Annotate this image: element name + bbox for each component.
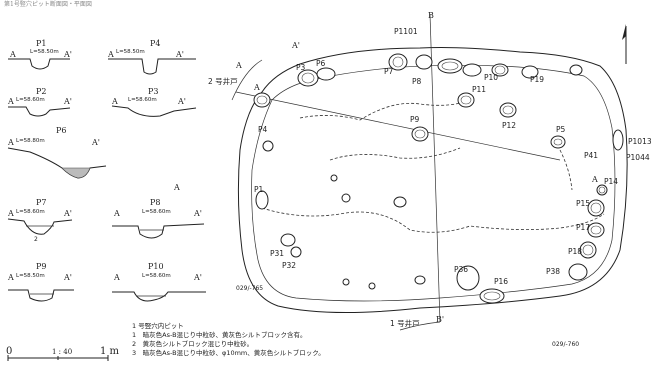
pit-p11: P11 bbox=[472, 85, 486, 94]
scale-end: 1 m bbox=[100, 346, 120, 357]
top-caption: 第1号竪穴ピット断面図・平面図 bbox=[4, 0, 92, 8]
legend-item-1: 1 暗灰色As-B混じり中粒砂、黄灰色シルトブロック含有。 bbox=[132, 330, 307, 339]
pit-p6: P6 bbox=[316, 59, 326, 68]
pit-p41: P41 bbox=[584, 151, 598, 160]
pit-p9: P9 bbox=[410, 115, 420, 124]
section-p4-a: A bbox=[107, 50, 114, 59]
section-p2-level: L=58.60m bbox=[16, 97, 45, 103]
section-p1: P1 L=58.50m A A' bbox=[8, 39, 72, 70]
pit-p36: P36 bbox=[454, 265, 468, 274]
pit-p15: P15 bbox=[576, 199, 590, 208]
section-p7-ap: A' bbox=[63, 209, 72, 218]
plan-mark-a-3: A bbox=[591, 175, 598, 184]
section-p8: P8 L=58.60m A A' bbox=[112, 198, 205, 239]
section-p10: P10 L=58.60m A A' bbox=[112, 262, 206, 302]
pit-p10: P10 bbox=[484, 73, 498, 82]
section-p4-level: L=58.50m bbox=[116, 49, 145, 55]
section-p7: P7 L=58.60m A A' 2 bbox=[7, 198, 73, 243]
pit-p38: P38 bbox=[546, 267, 560, 276]
section-p3-level: L=58.60m bbox=[128, 97, 157, 103]
pit-p7: P7 bbox=[384, 67, 394, 76]
section-p4: P4 L=58.50m A A' bbox=[107, 39, 196, 75]
plan-mark-bp: B' bbox=[436, 315, 444, 324]
section-p3: P3 L=58.60m A A' bbox=[111, 87, 197, 117]
section-p9-a: A bbox=[7, 273, 14, 282]
pit-p19: P19 bbox=[530, 75, 544, 84]
section-p6-name: P6 bbox=[56, 126, 66, 135]
section-p1-name: P1 bbox=[36, 39, 46, 48]
pit-p1013: P1013 bbox=[628, 137, 652, 146]
pit-p1: P1 bbox=[254, 185, 264, 194]
section-p9: P9 L=58.50m A A' bbox=[7, 262, 74, 302]
section-p6-ap: A' bbox=[91, 138, 100, 147]
section-p1-ap: A' bbox=[63, 50, 72, 59]
section-p10-a: A bbox=[113, 273, 120, 282]
scale-zero: 0 bbox=[6, 346, 12, 357]
section-p9-ap: A' bbox=[63, 273, 72, 282]
section-p1-level: L=58.50m bbox=[30, 49, 59, 55]
section-p7-a: A bbox=[7, 209, 14, 218]
section-p3-name: P3 bbox=[148, 87, 158, 96]
section-p1-a: A bbox=[9, 50, 16, 59]
legend-item-3: 3 暗灰色As-B混じり中粒砂、φ10mm、黄灰色シルトブロック。 bbox=[132, 348, 325, 357]
pit-p12: P12 bbox=[502, 121, 516, 130]
section-p9-level: L=58.50m bbox=[16, 273, 45, 279]
section-p8-name: P8 bbox=[150, 198, 160, 207]
section-p2: P2 L=58.60m A A' bbox=[7, 87, 72, 117]
plan-labels: 2 号井戸 1 号井戸 P1101 P3 P6 P7 P8 P10 P19 P1… bbox=[208, 11, 652, 348]
pit-p4: P4 bbox=[258, 125, 268, 134]
scale-ratio: 1 : 40 bbox=[52, 348, 72, 356]
pit-p8: P8 bbox=[412, 77, 422, 86]
plan-mark-ap-1: A' bbox=[291, 41, 300, 50]
section-p4-name: P4 bbox=[150, 39, 160, 48]
scale-bar: 0 1 : 40 1 m bbox=[6, 346, 120, 361]
section-p6-level: L=58.80m bbox=[16, 138, 45, 144]
plan-mark-a-2: A bbox=[253, 83, 260, 92]
section-p2-name: P2 bbox=[36, 87, 46, 96]
section-p4-ap: A' bbox=[175, 50, 184, 59]
section-p6-a: A bbox=[7, 138, 14, 147]
pit-p31: P31 bbox=[270, 249, 284, 258]
section-p7-layer: 2 bbox=[34, 236, 38, 243]
pit-p18: P18 bbox=[568, 247, 582, 256]
legend: 1 号竪穴内ピット 1 暗灰色As-B混じり中粒砂、黄灰色シルトブロック含有。 … bbox=[132, 321, 325, 357]
legend-item-2: 2 黄灰色シルトブロック混じり中粒砂。 bbox=[132, 339, 253, 348]
legend-title: 1 号竪穴内ピット bbox=[132, 321, 184, 330]
well-1-label: 1 号井戸 bbox=[390, 318, 420, 328]
section-p2-ap: A' bbox=[63, 97, 72, 106]
section-p7-level: L=58.60m bbox=[16, 209, 45, 215]
section-p6: P6 L=58.80m A A' bbox=[7, 126, 107, 179]
pit-p3: P3 bbox=[296, 63, 306, 72]
section-p10-name: P10 bbox=[148, 262, 164, 271]
section-p3-a: A bbox=[111, 97, 118, 106]
section-p2-a: A bbox=[7, 97, 14, 106]
plan-mark-b: B bbox=[428, 11, 434, 20]
section-p10-level: L=58.60m bbox=[142, 273, 171, 279]
section-p9-name: P9 bbox=[36, 262, 46, 271]
section-p10-ap: A' bbox=[193, 273, 202, 282]
well-2-label: 2 号井戸 bbox=[208, 76, 238, 86]
pit-p5: P5 bbox=[556, 125, 566, 134]
pit-p17: P17 bbox=[576, 223, 590, 232]
pit-p16: P16 bbox=[494, 277, 508, 286]
section-p8-ap: A' bbox=[193, 209, 202, 218]
orphan-a-label: A bbox=[173, 183, 180, 192]
section-p3-ap: A' bbox=[177, 97, 186, 106]
north-arrow-icon bbox=[622, 24, 627, 64]
pit-p1101: P1101 bbox=[394, 27, 418, 36]
grid-mark-2: 029/-760 bbox=[552, 341, 579, 348]
plan-view bbox=[231, 13, 628, 331]
plan-mark-a-1: A bbox=[235, 61, 242, 70]
section-p8-level: L=58.60m bbox=[142, 209, 171, 215]
section-p7-name: P7 bbox=[36, 198, 46, 207]
pit-p14: P14 bbox=[604, 177, 618, 186]
section-p8-a: A bbox=[113, 209, 120, 218]
pit-p1044: P1044 bbox=[626, 153, 650, 162]
grid-mark-1: 029/-765 bbox=[236, 285, 263, 292]
pit-p32: P32 bbox=[282, 261, 296, 270]
